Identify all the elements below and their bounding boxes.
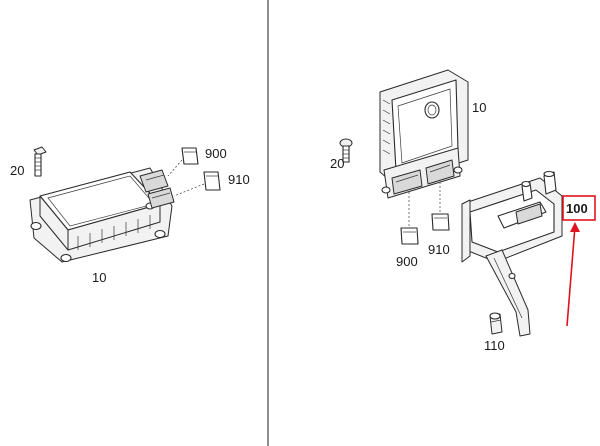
label-nut: 110 (484, 338, 505, 353)
right-connector-b-part[interactable] (431, 213, 450, 231)
right-bolt-part[interactable] (339, 138, 353, 163)
left-ecu-module[interactable] (29, 167, 175, 263)
label-left-connector-b: 910 (228, 172, 250, 187)
label-left-connector-a: 900 (205, 146, 227, 161)
left-bolt-part[interactable] (33, 146, 47, 177)
label-left-ecu: 10 (92, 270, 106, 285)
label-right-connector-a: 900 (396, 254, 418, 269)
right-connector-a-part[interactable] (400, 227, 419, 245)
label-bracket: 100 (566, 201, 588, 216)
left-connector-leader-b (173, 183, 205, 197)
label-right-connector-b: 910 (428, 242, 450, 257)
bracket-part[interactable] (461, 170, 563, 337)
left-connector-leader (167, 159, 183, 177)
left-connector-b-part[interactable] (203, 171, 221, 191)
label-left-bolt: 20 (10, 163, 24, 178)
nut-part[interactable] (489, 312, 503, 335)
label-right-ecu: 10 (472, 100, 486, 115)
label-right-bolt: 20 (330, 156, 344, 171)
bracket-callout-box[interactable] (562, 195, 596, 221)
bracket-callout-arrow (566, 222, 580, 327)
right-ecu-module[interactable] (379, 69, 469, 199)
left-connector-a-part[interactable] (181, 147, 199, 165)
